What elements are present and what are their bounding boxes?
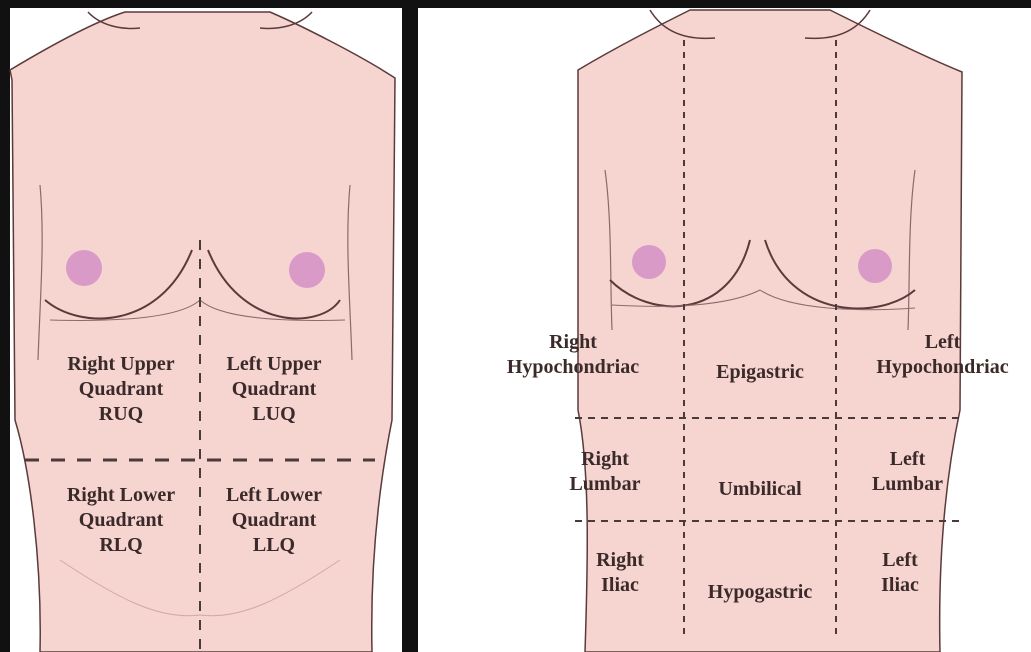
label-epigastric: Epigastric (690, 360, 830, 385)
label-rlq-line1: Right Lower (46, 483, 196, 508)
label-right-hypochondriac-line1: Right (488, 330, 658, 355)
label-right-iliac: Right Iliac (570, 548, 670, 598)
label-luq-line1: Left Upper (204, 352, 344, 377)
label-right-iliac-line1: Right (570, 548, 670, 573)
label-hypogastric: Hypogastric (684, 580, 836, 605)
label-llq: Left Lower Quadrant LLQ (204, 483, 344, 558)
label-ruq-line3: RUQ (48, 402, 194, 427)
label-luq-line3: LUQ (204, 402, 344, 427)
label-llq-line2: Quadrant (204, 508, 344, 533)
label-luq: Left Upper Quadrant LUQ (204, 352, 344, 427)
label-right-iliac-line2: Iliac (570, 573, 670, 598)
label-left-iliac: Left Iliac (850, 548, 950, 598)
label-right-lumbar: Right Lumbar (555, 447, 655, 497)
label-ruq-line2: Quadrant (48, 377, 194, 402)
right-nipple-2 (632, 245, 666, 279)
label-right-hypochondriac-line2: Hypochondriac (488, 355, 658, 380)
label-ruq: Right Upper Quadrant RUQ (48, 352, 194, 427)
label-umbilical: Umbilical (690, 477, 830, 502)
left-nipple-2 (858, 249, 892, 283)
label-umbilical-text: Umbilical (690, 477, 830, 502)
label-left-hypochondriac-line1: Left (855, 330, 1030, 355)
label-left-lumbar-line2: Lumbar (850, 472, 965, 497)
label-rlq: Right Lower Quadrant RLQ (46, 483, 196, 558)
label-right-lumbar-line2: Lumbar (555, 472, 655, 497)
label-luq-line2: Quadrant (204, 377, 344, 402)
label-llq-line1: Left Lower (204, 483, 344, 508)
label-epigastric-text: Epigastric (690, 360, 830, 385)
label-left-lumbar: Left Lumbar (850, 447, 965, 497)
label-rlq-line3: RLQ (46, 533, 196, 558)
label-left-iliac-line1: Left (850, 548, 950, 573)
label-left-iliac-line2: Iliac (850, 573, 950, 598)
label-left-hypochondriac-line2: Hypochondriac (855, 355, 1030, 380)
label-rlq-line2: Quadrant (46, 508, 196, 533)
label-right-hypochondriac: Right Hypochondriac (488, 330, 658, 380)
label-llq-line3: LLQ (204, 533, 344, 558)
label-ruq-line1: Right Upper (48, 352, 194, 377)
label-right-lumbar-line1: Right (555, 447, 655, 472)
label-left-hypochondriac: Left Hypochondriac (855, 330, 1030, 380)
label-left-lumbar-line1: Left (850, 447, 965, 472)
label-hypogastric-text: Hypogastric (684, 580, 836, 605)
